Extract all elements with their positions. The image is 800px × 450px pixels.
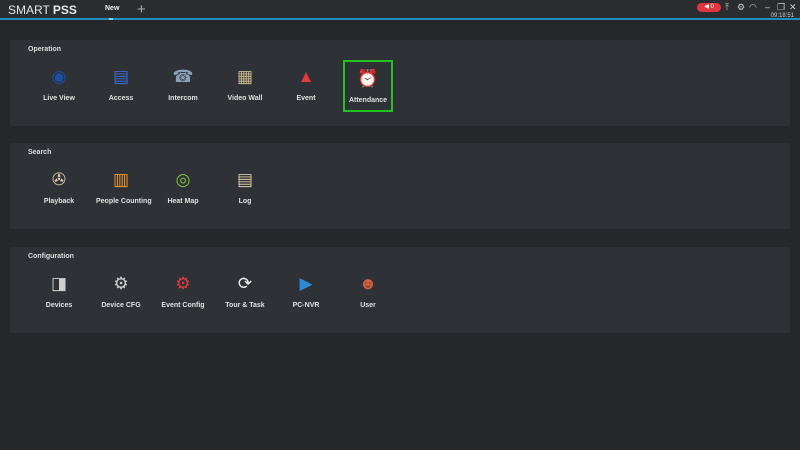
log-icon: ▤ xyxy=(236,170,254,189)
section-search: Search ✇ Playback ▥ People Counting ◎ Heat Map… xyxy=(10,143,790,229)
module-label: People Counting xyxy=(96,198,152,205)
module-label: PC-NVR xyxy=(292,302,320,309)
module-attendance[interactable]: ⏰ Attendance xyxy=(343,60,393,112)
module-label: Playback xyxy=(43,198,75,205)
alarm-button[interactable]: ◀ 0 xyxy=(697,3,721,12)
module-label: Attendance xyxy=(348,97,388,104)
tour-task-icon: ⟳ xyxy=(237,274,253,293)
pc-nvr-icon: ▶ xyxy=(299,274,313,293)
module-label: Heat Map xyxy=(167,198,199,205)
module-label: Access xyxy=(108,95,134,102)
video-wall-icon: ▦ xyxy=(236,67,254,86)
module-event[interactable]: ▲ Event xyxy=(281,60,331,112)
tab-active-indicator xyxy=(109,18,113,20)
intercom-icon: ☎ xyxy=(172,67,194,86)
module-label: Event Config xyxy=(161,302,205,309)
live-view-icon: ◉ xyxy=(51,67,67,86)
module-access[interactable]: ▤ Access xyxy=(96,60,146,112)
module-video-wall[interactable]: ▦ Video Wall xyxy=(220,60,270,112)
access-icon: ▤ xyxy=(112,67,130,86)
heat-map-icon: ◎ xyxy=(175,170,191,189)
brand-bold-text: PSS xyxy=(52,3,77,17)
close-icon[interactable]: ✕ xyxy=(789,2,797,12)
module-devices[interactable]: ◨ Devices xyxy=(34,267,84,319)
app-logo: SMART PSS xyxy=(8,3,77,17)
module-label: Intercom xyxy=(168,95,198,102)
brand-text: SMART xyxy=(8,3,53,17)
module-live-view[interactable]: ◉ Live View xyxy=(34,60,84,112)
attendance-icon: ⏰ xyxy=(357,69,379,88)
module-event-config[interactable]: ⚙ Event Config xyxy=(158,267,208,319)
module-label: Log xyxy=(238,198,252,205)
module-label: Live View xyxy=(43,95,75,102)
module-people-counting[interactable]: ▥ People Counting xyxy=(96,163,152,215)
section-title: Operation xyxy=(28,46,62,53)
module-tour-task[interactable]: ⟳ Tour & Task xyxy=(220,267,270,319)
user-icon: ☻ xyxy=(359,274,377,293)
module-label: Event xyxy=(296,95,316,102)
module-heat-map[interactable]: ◎ Heat Map xyxy=(158,163,208,215)
module-intercom[interactable]: ☎ Intercom xyxy=(158,60,208,112)
section-operation: Operation ◉ Live View ▤ Access ☎ Intercom ▦ Vide… xyxy=(10,40,790,126)
title-bar: SMART PSS New + ◀ 0 ⤒ ⚙ ◠ – ❐ ✕ 09:18:51 xyxy=(0,0,800,20)
clock: 09:18:51 xyxy=(770,13,794,19)
add-tab-button[interactable]: + xyxy=(137,1,146,18)
playback-icon: ✇ xyxy=(51,170,67,189)
alarm-count: 0 xyxy=(710,4,714,10)
module-label: User xyxy=(360,302,376,309)
gear-icon[interactable]: ⚙ xyxy=(737,2,746,12)
upload-icon[interactable]: ⤒ xyxy=(725,2,729,12)
module-label: Devices xyxy=(45,302,73,309)
restore-icon[interactable]: ❐ xyxy=(777,2,786,12)
section-configuration: Configuration ◨ Devices ⚙ Device CFG ⚙ Event C… xyxy=(10,247,790,333)
event-icon: ▲ xyxy=(297,67,315,86)
module-log[interactable]: ▤ Log xyxy=(220,163,270,215)
device-cfg-icon: ⚙ xyxy=(113,274,129,293)
module-label: Video Wall xyxy=(227,95,263,102)
module-device-cfg[interactable]: ⚙ Device CFG xyxy=(96,267,146,319)
module-label: Device CFG xyxy=(101,302,141,309)
section-title: Configuration xyxy=(28,253,74,260)
devices-icon: ◨ xyxy=(50,274,68,293)
module-label: Tour & Task xyxy=(225,302,265,309)
event-config-icon: ⚙ xyxy=(175,274,191,293)
module-pc-nvr[interactable]: ▶ PC-NVR xyxy=(281,267,331,319)
tab-new[interactable]: New xyxy=(105,5,120,12)
module-playback[interactable]: ✇ Playback xyxy=(34,163,84,215)
module-user[interactable]: ☻ User xyxy=(343,267,393,319)
section-title: Search xyxy=(28,149,52,156)
people-counting-icon: ▥ xyxy=(112,170,130,189)
minimize-icon[interactable]: – xyxy=(765,2,771,12)
performance-icon[interactable]: ◠ xyxy=(749,2,757,12)
